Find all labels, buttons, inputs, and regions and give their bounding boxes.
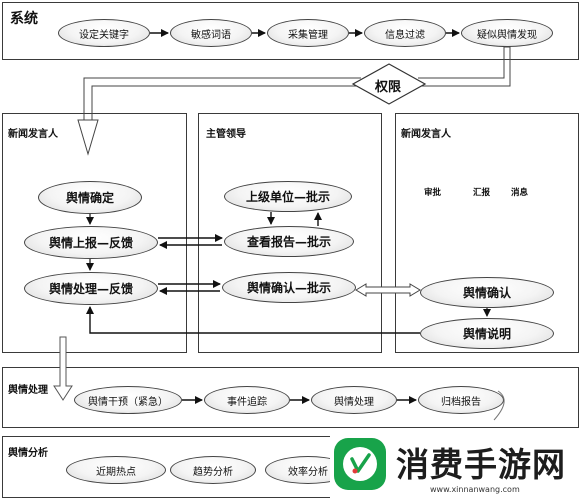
node-confirm-instruction[interactable]: 舆情确认—批示 (222, 272, 356, 303)
panel-right-title: 新闻发言人 (401, 129, 451, 140)
watermark-brand-name: 消费手游网 (396, 445, 566, 484)
watermark-overlay: 消费手游网 www.xinnanwang.com (330, 436, 581, 500)
node-opinion-confirm[interactable]: 舆情确定 (38, 181, 142, 214)
gate-label: 权限 (375, 80, 402, 95)
archive-curve (493, 390, 505, 421)
node-opinion-report-feedback[interactable]: 舆情上报—反馈 (24, 226, 158, 259)
action-message[interactable]: 消息 (511, 188, 529, 198)
analysis-trend[interactable]: 趋势分析 (170, 456, 256, 484)
step-set-keywords[interactable]: 设定关键字 (58, 19, 150, 47)
hollow-arrowhead-down (77, 119, 99, 156)
step-info-filtering[interactable]: 信息过滤 (364, 19, 446, 47)
node-opinion-explanation[interactable]: 舆情说明 (420, 318, 554, 349)
watermark-logo-icon (334, 438, 386, 490)
node-right-opinion-confirm[interactable]: 舆情确认 (420, 277, 554, 308)
step-suspected-opinion-discovery[interactable]: 疑似舆情发现 (461, 19, 553, 47)
panel-left-title: 新闻发言人 (8, 129, 58, 140)
hollow-arrow-to-process (53, 336, 73, 401)
node-superior-instruction[interactable]: 上级单位—批示 (224, 181, 352, 212)
analysis-title: 舆情分析 (8, 448, 48, 459)
step-opinion-intervention[interactable]: 舆情干预（紧急） (74, 386, 182, 414)
step-collection-management[interactable]: 采集管理 (267, 19, 349, 47)
action-approve[interactable]: 审批 (424, 188, 442, 198)
hollow-connector-top (418, 46, 511, 87)
step-archive-report[interactable]: 归档报告 (418, 386, 504, 414)
node-view-report-instruction[interactable]: 查看报告—批示 (224, 226, 354, 257)
step-opinion-handling[interactable]: 舆情处理 (311, 386, 397, 414)
step-sensitive-words[interactable]: 敏感词语 (170, 19, 252, 47)
process-title: 舆情处理 (8, 385, 48, 396)
action-report[interactable]: 汇报 (473, 188, 491, 198)
hollow-double-arrow (355, 283, 421, 297)
hollow-connector-left (83, 77, 361, 120)
return-line (86, 306, 420, 334)
node-opinion-handle-feedback[interactable]: 舆情处理—反馈 (24, 272, 158, 305)
panel-middle-title: 主管领导 (206, 129, 246, 140)
system-title: 系统 (10, 11, 38, 27)
step-event-tracking[interactable]: 事件追踪 (204, 386, 290, 414)
gate-diamond (351, 63, 427, 105)
analysis-recent-hotspots[interactable]: 近期热点 (66, 456, 166, 484)
watermark-url: www.xinnanwang.com (430, 485, 520, 494)
logo-check-icon (350, 453, 371, 474)
